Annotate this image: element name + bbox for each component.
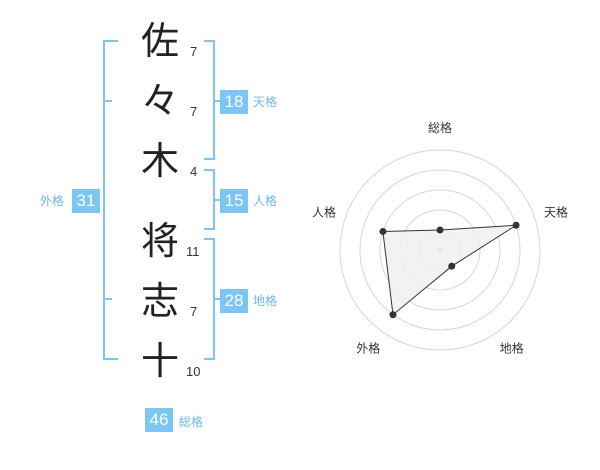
radar-point	[389, 311, 397, 319]
soukaku-label: 総格	[179, 415, 204, 429]
radar-axis-label: 総格	[428, 120, 452, 135]
name-char-4: 将	[140, 219, 179, 263]
stroke-count-2: 7	[190, 104, 198, 119]
radar-point	[379, 227, 387, 235]
stroke-count-1: 7	[190, 44, 198, 59]
jinkaku-label: 人格	[253, 194, 278, 208]
soukaku-badge: 46	[145, 408, 173, 432]
tenkaku-badge: 18	[220, 90, 248, 114]
name-char-1: 佐	[140, 19, 179, 63]
gaikaku-label: 外格	[40, 194, 65, 208]
radar-shape	[382, 224, 517, 316]
chikaku-badge: 28	[220, 289, 248, 313]
name-char-2: 々	[140, 79, 179, 123]
radar-point	[436, 226, 444, 234]
name-char-6: 十	[140, 339, 179, 383]
jinkaku-badge: 15	[220, 189, 248, 213]
radar-grid-ring	[339, 149, 541, 351]
radar-axis-label: 外格	[356, 341, 380, 356]
radar-axis-label: 地格	[500, 341, 524, 356]
radar-point	[512, 221, 520, 229]
stroke-count-6: 10	[186, 364, 201, 379]
radar-axis-label: 人格	[312, 204, 336, 219]
stroke-count-5: 7	[190, 304, 198, 319]
gaikaku-badge: 31	[72, 189, 100, 213]
name-char-5: 志	[140, 279, 179, 323]
stroke-count-4: 11	[186, 244, 200, 259]
stroke-count-3: 4	[190, 164, 198, 179]
tenkaku-label: 天格	[253, 95, 278, 109]
radar-axis-label: 天格	[544, 204, 568, 219]
radar-grid-ring	[379, 189, 501, 311]
radar-point	[448, 262, 456, 270]
name-char-3: 木	[140, 139, 179, 183]
radar-grid-ring	[359, 169, 521, 331]
chikaku-label: 地格	[253, 294, 278, 308]
